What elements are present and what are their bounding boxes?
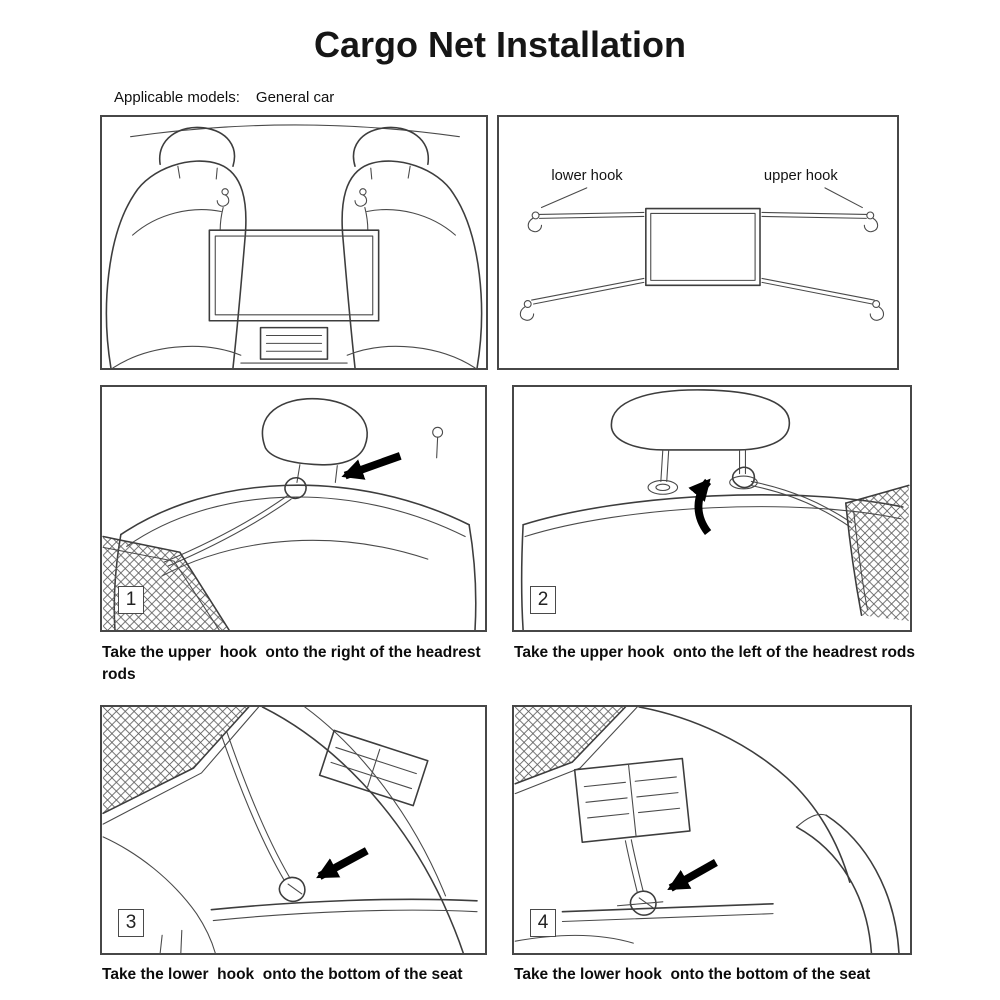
step-2-number: 2 bbox=[530, 586, 556, 614]
headrest bbox=[261, 397, 368, 483]
direction-arrow-icon bbox=[316, 847, 369, 880]
lower-hook-bottom-icon bbox=[519, 300, 535, 321]
lower-hook-label: lower hook bbox=[551, 168, 623, 184]
net-strap bbox=[749, 480, 853, 528]
step-1-panel: 1 bbox=[100, 385, 487, 632]
lower-hook-top-icon bbox=[527, 211, 543, 233]
net-strap bbox=[624, 839, 644, 893]
page-title: Cargo Net Installation bbox=[313, 24, 687, 65]
cargo-net-mesh bbox=[208, 229, 380, 322]
applicable-models-label: Applicable models: bbox=[114, 89, 240, 106]
step-2-caption: Take the upper hook onto the left of the… bbox=[514, 644, 916, 661]
net-product-panel: lower hook upper hook bbox=[497, 115, 899, 370]
elastic-cords bbox=[531, 211, 875, 305]
step-4-number: 4 bbox=[530, 909, 556, 937]
applicable-models-value: General car bbox=[255, 89, 335, 106]
upper-hook-label: upper hook bbox=[764, 168, 838, 184]
seat-back bbox=[102, 707, 465, 953]
step-1-number: 1 bbox=[118, 586, 144, 614]
left-seat bbox=[105, 126, 247, 368]
headrest bbox=[610, 389, 791, 482]
direction-arrow-icon bbox=[667, 859, 718, 892]
seat-bottom-rail bbox=[159, 898, 478, 953]
upper-hook-icon bbox=[284, 477, 307, 500]
net-strap bbox=[163, 494, 292, 567]
seat-vent bbox=[573, 757, 691, 844]
right-seat bbox=[341, 126, 483, 368]
step-4-illustration bbox=[514, 707, 900, 953]
seat-vent bbox=[318, 729, 429, 807]
net-strap bbox=[220, 732, 291, 881]
step-4-panel: 4 bbox=[512, 705, 912, 955]
net-product-illustration: lower hook upper hook bbox=[519, 168, 885, 321]
step-1-caption: Take the upper hook onto the right of th… bbox=[102, 644, 485, 683]
step-3-panel: 3 bbox=[100, 705, 487, 955]
direction-arrow-icon bbox=[341, 452, 402, 480]
net-mesh-corner bbox=[102, 535, 230, 630]
car-roof-line bbox=[130, 124, 460, 138]
step-4-caption: Take the lower hook onto the bottom of t… bbox=[514, 966, 871, 983]
seat-cushions bbox=[112, 345, 476, 368]
lower-hook-icon bbox=[278, 876, 306, 903]
applicable-models: Applicable models: General car bbox=[114, 89, 334, 106]
seat-top-edge bbox=[520, 494, 904, 630]
seat-back bbox=[514, 707, 851, 944]
step-3-number: 3 bbox=[118, 909, 144, 937]
overview-installed-panel bbox=[100, 115, 488, 370]
net-mesh-corner bbox=[514, 707, 638, 795]
upper-hook-bottom-icon bbox=[869, 300, 885, 321]
step-1-illustration bbox=[102, 397, 477, 630]
console-vent bbox=[259, 326, 329, 360]
net-mesh-corner bbox=[102, 707, 260, 825]
seats-with-net-illustration bbox=[105, 124, 483, 368]
label-leader-lines bbox=[540, 187, 863, 209]
step-3-illustration bbox=[102, 707, 478, 953]
seat-bottom-rail bbox=[561, 901, 774, 923]
seat-leg-curves bbox=[795, 813, 900, 953]
net-mesh-corner bbox=[845, 484, 910, 622]
step-2-illustration bbox=[520, 389, 910, 630]
step-2-panel: 2 bbox=[512, 385, 912, 632]
step-3-caption: Take the lower hook onto the bottom of t… bbox=[102, 966, 463, 983]
net-hooks bbox=[216, 188, 369, 231]
second-headrest-rod bbox=[432, 426, 444, 459]
net-center-pocket bbox=[645, 207, 761, 287]
direction-arrow-icon bbox=[688, 478, 712, 536]
upper-hook-top-icon bbox=[863, 211, 879, 233]
upper-hook-icon bbox=[731, 466, 756, 489]
